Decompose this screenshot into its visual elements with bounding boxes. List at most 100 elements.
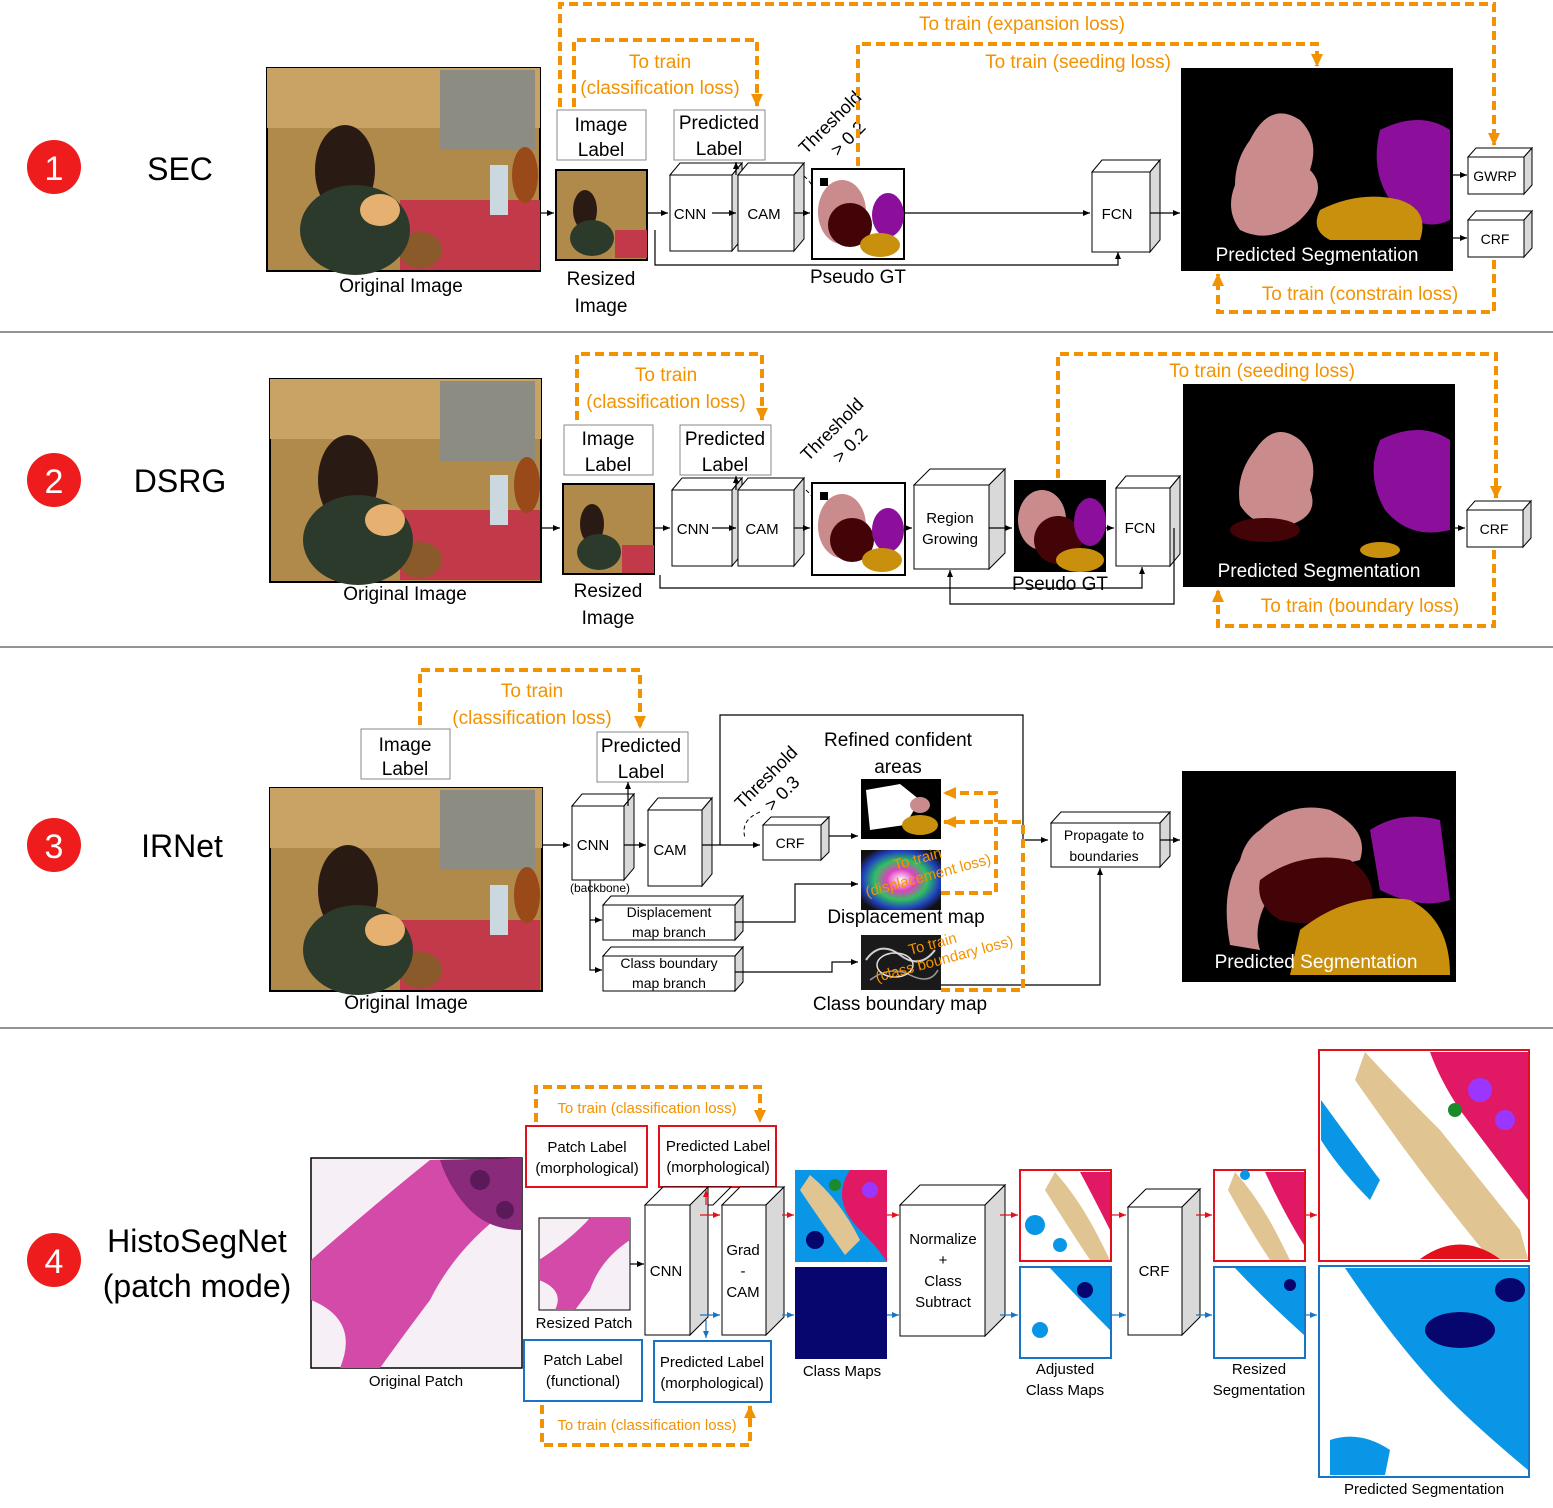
fcn-block — [1090, 158, 1162, 254]
flow-arrow — [719, 714, 1048, 845]
predicted-label-box — [673, 109, 766, 161]
crf-label: CRF — [1480, 521, 1509, 537]
refined-areas-image — [861, 779, 941, 839]
patch-label-morphological-box — [525, 1125, 648, 1188]
train-seeding-label: To train (seeding loss) — [1169, 361, 1355, 382]
normalize-label: Subtract — [915, 1294, 972, 1311]
gradcam-label: CAM — [726, 1284, 759, 1301]
gradcam-label: Grad — [726, 1242, 759, 1259]
cam-label: CAM — [653, 842, 686, 859]
predicted-segmentation-caption: Predicted Segmentation — [1218, 561, 1421, 582]
adjusted-class-maps-caption: Adjusted — [1036, 1361, 1094, 1378]
resized-image-caption: Image — [582, 608, 635, 629]
cnn-label: CNN — [677, 521, 710, 538]
displacement-branch-label: Displacement — [627, 904, 712, 920]
resized-image-caption: Resized — [574, 581, 643, 602]
original-photo-thumbnail — [269, 378, 542, 585]
resized-patch-image — [538, 1217, 631, 1311]
cnn-label: CNN — [674, 206, 707, 223]
cam-block — [736, 476, 806, 568]
method-name: DSRG — [134, 463, 226, 499]
predicted-label-morphological-box — [658, 1125, 777, 1188]
refined-areas-caption: Refined confident — [824, 730, 973, 751]
image-label-text: Image — [575, 115, 628, 136]
image-label-text: Image — [582, 429, 635, 450]
patch-label-functional-box — [523, 1339, 643, 1402]
crf-label: CRF — [1139, 1263, 1170, 1280]
crf-block — [1466, 209, 1534, 259]
class-boundary-map-caption: Class boundary map — [813, 994, 987, 1015]
section-number: 4 — [45, 1243, 64, 1281]
adjusted-class-map-morphological-image — [1019, 1169, 1112, 1262]
train-classification-label: To train (classification loss) — [557, 1417, 736, 1434]
patch-label-text: (functional) — [546, 1373, 620, 1390]
crf-label: CRF — [776, 835, 805, 851]
method-name: SEC — [147, 151, 213, 187]
pseudo-gt-caption: Pseudo GT — [1012, 574, 1108, 595]
class-boundary-map-image — [861, 935, 941, 990]
section-number: 2 — [45, 463, 64, 501]
train-constrain-label: To train (constrain loss) — [1262, 284, 1458, 305]
train-seeding-arrow — [856, 42, 1323, 166]
flow-arrow — [589, 920, 602, 973]
train-classification-arrow — [534, 1085, 766, 1123]
original-photo-thumbnail — [266, 67, 541, 275]
method-name: IRNet — [141, 828, 223, 864]
image-label-box — [556, 109, 647, 161]
original-patch-caption: Original Patch — [369, 1373, 463, 1390]
resized-image-caption: Image — [575, 296, 628, 317]
predicted-segmentation-image — [1183, 384, 1455, 587]
train-classification-arrow — [575, 352, 768, 421]
predicted-label-text: (morphological) — [660, 1375, 763, 1392]
resized-patch-caption: Resized Patch — [536, 1315, 633, 1332]
resized-segmentation-caption: Resized — [1232, 1361, 1286, 1378]
crf-block — [1126, 1187, 1202, 1337]
resized-segmentation-morphological-image — [1213, 1169, 1306, 1262]
predicted-segmentation-morphological-image — [1318, 1049, 1530, 1262]
original-image-caption: Original Image — [344, 993, 468, 1014]
cnn-block — [670, 476, 744, 568]
train-classification-label: To train — [635, 365, 697, 386]
cnn-backbone-block — [570, 792, 636, 882]
displacement-map-caption: Displacement map — [827, 907, 984, 928]
train-boundary-label: To train (boundary loss) — [1261, 596, 1460, 617]
section-number: 1 — [45, 150, 64, 188]
predicted-label-box — [596, 731, 689, 783]
train-classification-arrow — [572, 38, 763, 107]
section-sec: 1 SEC Original Image Resized Image Imag — [27, 2, 1534, 317]
train-classification-arrow — [540, 1405, 756, 1447]
image-label-text: Label — [382, 759, 429, 780]
class-map-functional-image — [795, 1267, 887, 1359]
predicted-label-text: (morphological) — [666, 1159, 769, 1176]
section-dsrg: 2 DSRG Original Image Resized Image Imag… — [27, 352, 1533, 629]
train-displacement-arrow — [941, 787, 998, 895]
train-classification-label: To train — [501, 681, 563, 702]
cnn-block — [643, 1185, 733, 1337]
fcn-label: FCN — [1102, 206, 1133, 223]
train-classification-label: To train (classification loss) — [557, 1100, 736, 1117]
flow-arrow — [947, 528, 1175, 605]
train-classification-label: (classification loss) — [452, 708, 611, 729]
image-label-text: Label — [585, 455, 632, 476]
section-number-badge — [27, 818, 81, 872]
fcn-label: FCN — [1125, 520, 1156, 537]
train-expansion-arrow — [558, 2, 1500, 146]
adjusted-class-map-functional-image — [1019, 1266, 1112, 1359]
region-growing-label: Region — [926, 510, 974, 527]
method-name: HistoSegNet — [107, 1223, 287, 1259]
boundary-branch-block — [601, 945, 745, 993]
predicted-label-text: Predicted — [601, 736, 681, 757]
cam-block — [736, 161, 806, 253]
crf-label: CRF — [1481, 231, 1510, 247]
normalize-label: Normalize — [909, 1231, 977, 1248]
flow-arrow — [659, 567, 1145, 589]
gwrp-label: GWRP — [1473, 168, 1517, 184]
adjusted-class-maps-caption: Class Maps — [1026, 1382, 1104, 1399]
section-number-badge — [27, 453, 81, 507]
train-seeding-label: To train (seeding loss) — [985, 52, 1171, 73]
class-maps-caption: Class Maps — [803, 1363, 881, 1380]
normalize-block — [898, 1183, 1007, 1338]
resized-photo-thumbnail — [562, 483, 655, 575]
predicted-label-text: Label — [702, 455, 749, 476]
